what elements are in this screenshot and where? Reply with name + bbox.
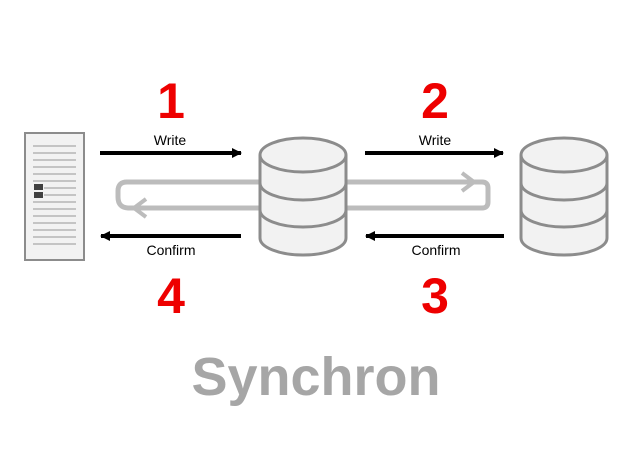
step-number-3: 3 — [421, 268, 449, 324]
database-icon — [258, 136, 348, 257]
confirm-label: Confirm — [411, 242, 460, 258]
write-label: Write — [154, 132, 187, 148]
server-tower-icon — [24, 132, 85, 261]
step-number-4: 4 — [157, 268, 185, 324]
write-label: Write — [419, 132, 452, 148]
database-icon — [519, 136, 609, 257]
step-number-2: 2 — [421, 73, 449, 129]
flow-arrowhead-back — [132, 197, 148, 219]
confirm-label: Confirm — [146, 242, 195, 258]
diagram-caption: Synchron — [191, 347, 440, 407]
flow-arrowhead-forward — [460, 171, 476, 193]
step-number-1: 1 — [157, 73, 185, 129]
